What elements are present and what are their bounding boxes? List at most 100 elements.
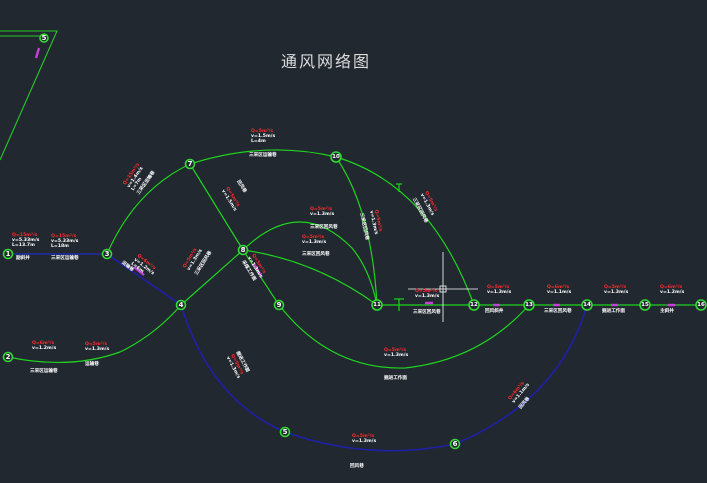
edge-5-6[interactable] [284, 431, 456, 452]
svg-text:v=1.2m/s: v=1.2m/s [32, 345, 56, 351]
edge-label-e17: Q=6m³/s v=1.2m/s 主斜井 [660, 284, 684, 314]
svg-text:10: 10 [332, 154, 340, 160]
svg-text:三采区回风巷: 三采区回风巷 [310, 223, 338, 230]
svg-text:Q=15m³/s: Q=15m³/s [51, 233, 77, 239]
edge-label-e4: Q=5m³/s v=1.5m/s L=4m 三采区运输巷 [249, 128, 277, 158]
node-3[interactable]: 3 [101, 248, 113, 260]
svg-text:Q=5m³/s: Q=5m³/s [85, 341, 107, 347]
node-2[interactable]: 2 [2, 351, 14, 363]
edge-label-e1: Q=15m³/s v=5.33m/s L=13.7m 副斜井 [12, 232, 40, 261]
edge-label-e5: Q=5m³/s v=1.5m/s 回风巷 [220, 178, 249, 212]
edge-7-8[interactable] [189, 163, 244, 251]
svg-text:L=18m: L=18m [51, 243, 69, 249]
svg-text:Q=5m³/s: Q=5m³/s [310, 206, 332, 212]
node-16[interactable]: 16 [695, 299, 707, 311]
node-6[interactable]: 6 [449, 438, 461, 450]
node-8[interactable]: 8 [237, 244, 249, 256]
edge-2-4[interactable] [7, 304, 182, 364]
edge-label-e10: Q=5m³/s v=1.3m/s 三采区回风巷 [302, 234, 330, 257]
node-top-left[interactable]: 5 [39, 33, 49, 43]
diagram-title: 通风网络图 [281, 52, 371, 71]
edge-7-10[interactable] [189, 149, 337, 165]
svg-text:v=1.3m/s: v=1.3m/s [415, 293, 439, 299]
svg-text:v=1.3m/s: v=1.3m/s [310, 211, 334, 217]
svg-text:掘进工作面: 掘进工作面 [602, 307, 625, 314]
svg-text:Q=5m³/s: Q=5m³/s [302, 234, 324, 240]
svg-text:回风斜井: 回风斜井 [485, 307, 504, 314]
edge-label-e18: Q=6m³/s v=1.2m/s 三采区运输巷 [30, 340, 58, 374]
edge-3-4[interactable] [106, 253, 182, 306]
svg-text:Q=5m³/s: Q=5m³/s [604, 284, 626, 290]
edge-label-e13: Q=5m³/s v=1.3m/s 三采区回风巷 [413, 288, 441, 315]
svg-text:6: 6 [453, 440, 458, 448]
node-9[interactable]: 9 [273, 299, 285, 311]
svg-text:14: 14 [583, 302, 591, 308]
svg-text:Q=5m³/s: Q=5m³/s [384, 347, 406, 353]
svg-text:L=4m: L=4m [251, 138, 266, 144]
edge-label-e2: Q=15m³/s v=5.33m/s L=18m 三采区运输巷 [51, 233, 79, 261]
edge-label-e16: Q=5m³/s v=1.3m/s 掘进工作面 [602, 284, 628, 314]
svg-text:Q=15m³/s: Q=15m³/s [12, 232, 38, 238]
edge-8-11a[interactable] [242, 221, 378, 306]
node-14[interactable]: 14 [581, 299, 593, 311]
svg-text:v=1.3m/s: v=1.3m/s [352, 438, 376, 444]
node-5[interactable]: 5 [279, 426, 291, 438]
edge-4-5[interactable] [180, 304, 286, 433]
svg-text:7: 7 [188, 160, 193, 168]
svg-text:16: 16 [697, 302, 705, 308]
svg-text:三采区运输巷: 三采区运输巷 [249, 151, 277, 158]
edge-label-e15: Q=6m³/s v=1.1m/s 三采区回风巷 [544, 284, 572, 314]
edge-8-9[interactable] [242, 249, 280, 306]
node-10[interactable]: 10 [330, 151, 342, 163]
svg-text:v=1.1m/s: v=1.1m/s [547, 289, 571, 295]
edge-6-14[interactable] [454, 304, 588, 445]
svg-text:v=1.3m/s: v=1.3m/s [85, 346, 109, 352]
svg-text:Q=6m³/s: Q=6m³/s [660, 284, 682, 290]
svg-text:三采区回风巷: 三采区回风巷 [413, 308, 441, 315]
node-13[interactable]: 13 [523, 299, 535, 311]
partial-structure [0, 30, 58, 161]
node-15[interactable]: 15 [639, 299, 651, 311]
edge-label-e20: Q=5m³/s v=1.3m/s 掘进工作面 [225, 350, 252, 380]
edge-9-13[interactable] [278, 304, 530, 369]
svg-text:主斜井: 主斜井 [660, 307, 674, 314]
edge-label-e8: Q=5m³/s v=1.3m/s 采煤工作面 [240, 253, 268, 282]
edge-label-e19: Q=5m³/s v=1.3m/s 运输巷 [85, 341, 109, 367]
edge-label-e9: Q=5m³/s v=1.3m/s 三采区回风巷 [310, 206, 338, 230]
nodes: 1 2 3 4 5 6 7 8 [2, 33, 707, 450]
svg-text:三采区回风巷: 三采区回风巷 [358, 212, 371, 241]
svg-text:2: 2 [6, 353, 11, 361]
edge-8-4[interactable] [180, 249, 244, 306]
cad-crosshair-cursor [408, 252, 478, 322]
svg-text:三采区回风巷: 三采区回风巷 [544, 307, 572, 314]
edge-3-7[interactable] [106, 163, 191, 255]
svg-text:Q=5m³/s: Q=5m³/s [415, 288, 437, 294]
edge-10-11[interactable] [335, 156, 378, 306]
edge-10-12[interactable] [335, 156, 475, 306]
node-11[interactable]: 11 [371, 299, 383, 311]
svg-text:v=5.33m/s: v=5.33m/s [12, 237, 40, 243]
svg-text:运输巷: 运输巷 [85, 360, 99, 367]
edge-label-e6: Q=6m³/s v=1.2m/s L=6m 运输巷 [120, 253, 157, 277]
edge-label-e22: Q=5m³/s v=1.3m/s 掘进工作面 [384, 347, 408, 381]
svg-text:L=13.7m: L=13.7m [12, 242, 35, 248]
edge-label-e12: Q=5m³/s v=1.3m/s 三采区回风巷 [411, 190, 439, 224]
svg-text:11: 11 [373, 302, 381, 308]
edge-label-e21: Q=5m³/s v=1.3m/s 回风巷 [350, 433, 376, 469]
return-edges [8, 253, 588, 452]
svg-text:Q=6m³/s: Q=6m³/s [547, 284, 569, 290]
svg-text:Q=5m³/s: Q=5m³/s [352, 433, 374, 439]
svg-text:3: 3 [105, 250, 110, 258]
svg-text:Q=5m³/s: Q=5m³/s [487, 284, 509, 290]
node-4[interactable]: 4 [175, 299, 187, 311]
fan-segments [133, 263, 675, 307]
node-7[interactable]: 7 [184, 158, 196, 170]
intake-edges [7, 149, 702, 369]
node-12[interactable]: 12 [468, 299, 480, 311]
svg-text:12: 12 [470, 302, 478, 308]
node-1[interactable]: 1 [2, 248, 14, 260]
edge-8-11b[interactable] [242, 249, 378, 306]
svg-text:5: 5 [283, 428, 288, 436]
